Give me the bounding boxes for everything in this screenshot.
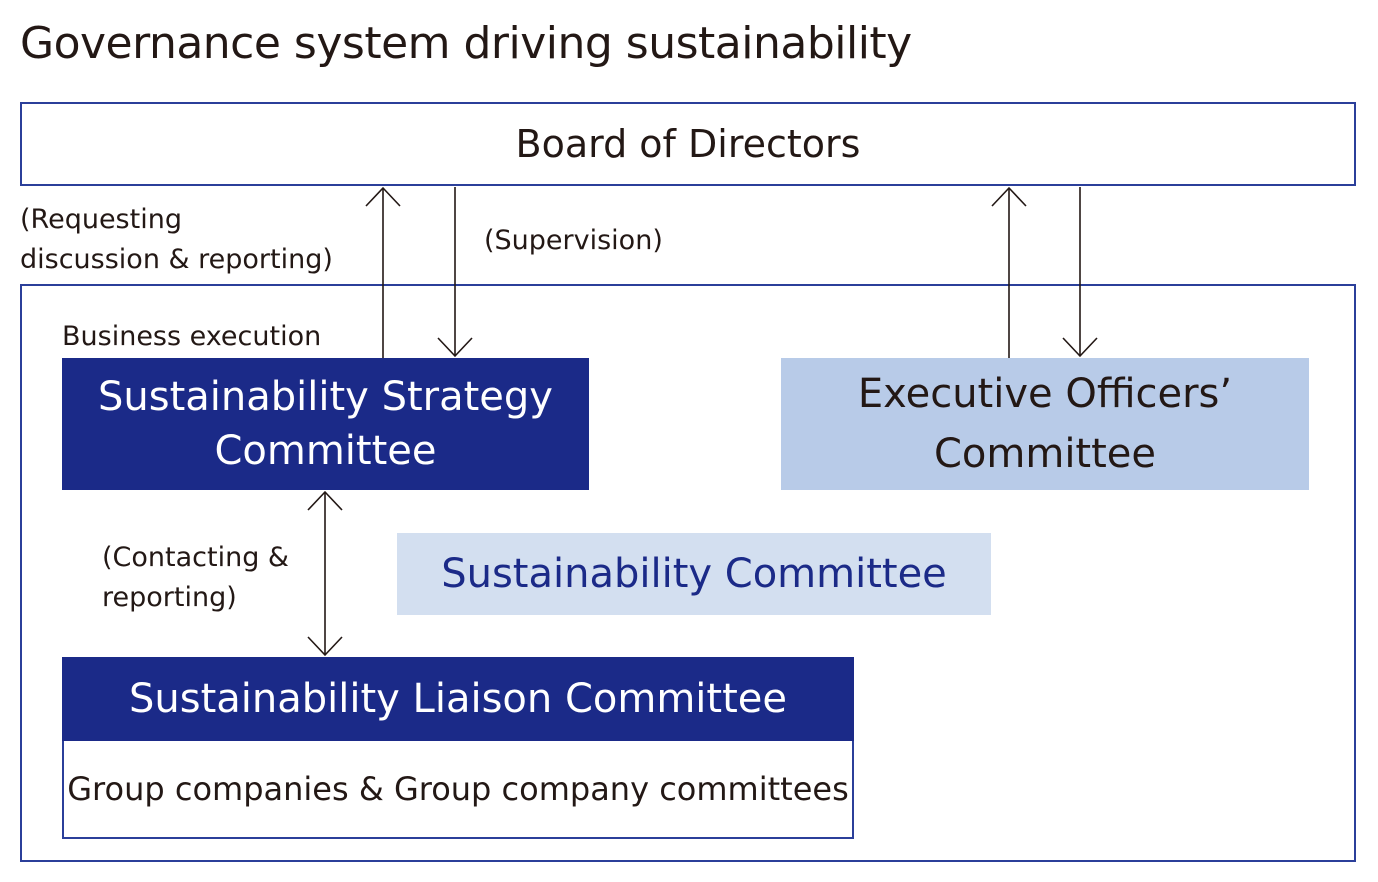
contacting-label-line2: reporting) (102, 582, 237, 613)
business-execution-label: Business execution (62, 321, 322, 352)
strategy-line1: Sustainability Strategy (98, 374, 553, 420)
executive-officers-committee-box: Executive Officers’ Committee (781, 358, 1309, 490)
requesting-label-line2: discussion & reporting) (20, 244, 333, 275)
sustainability-liaison-committee-box: Sustainability Liaison Committee Group c… (62, 657, 854, 839)
board-label: Board of Directors (515, 122, 861, 166)
contacting-label-line1: (Contacting & (102, 542, 289, 573)
executive-line1: Executive Officers’ (857, 371, 1233, 417)
executive-line2: Committee (933, 431, 1157, 477)
requesting-label-line1: (Requesting (20, 204, 182, 235)
liaison-body: Group companies & Group company committe… (64, 741, 852, 837)
page-title: Governance system driving sustainability (20, 18, 912, 69)
board-of-directors-box: Board of Directors (20, 102, 1356, 186)
business-execution-frame (20, 284, 1356, 862)
sustainability-committee-label: Sustainability Committee (441, 551, 947, 597)
liaison-body-label: Group companies & Group company committe… (67, 770, 849, 808)
supervision-label: (Supervision) (484, 225, 663, 256)
requesting-label: (Requesting discussion & reporting) (20, 200, 333, 280)
sustainability-committee-box: Sustainability Committee (397, 533, 991, 615)
liaison-header-label: Sustainability Liaison Committee (129, 676, 787, 722)
strategy-line2: Committee (214, 428, 437, 474)
contacting-label: (Contacting & reporting) (102, 538, 289, 618)
liaison-header: Sustainability Liaison Committee (62, 657, 854, 741)
sustainability-strategy-committee-box: Sustainability Strategy Committee (62, 358, 589, 490)
